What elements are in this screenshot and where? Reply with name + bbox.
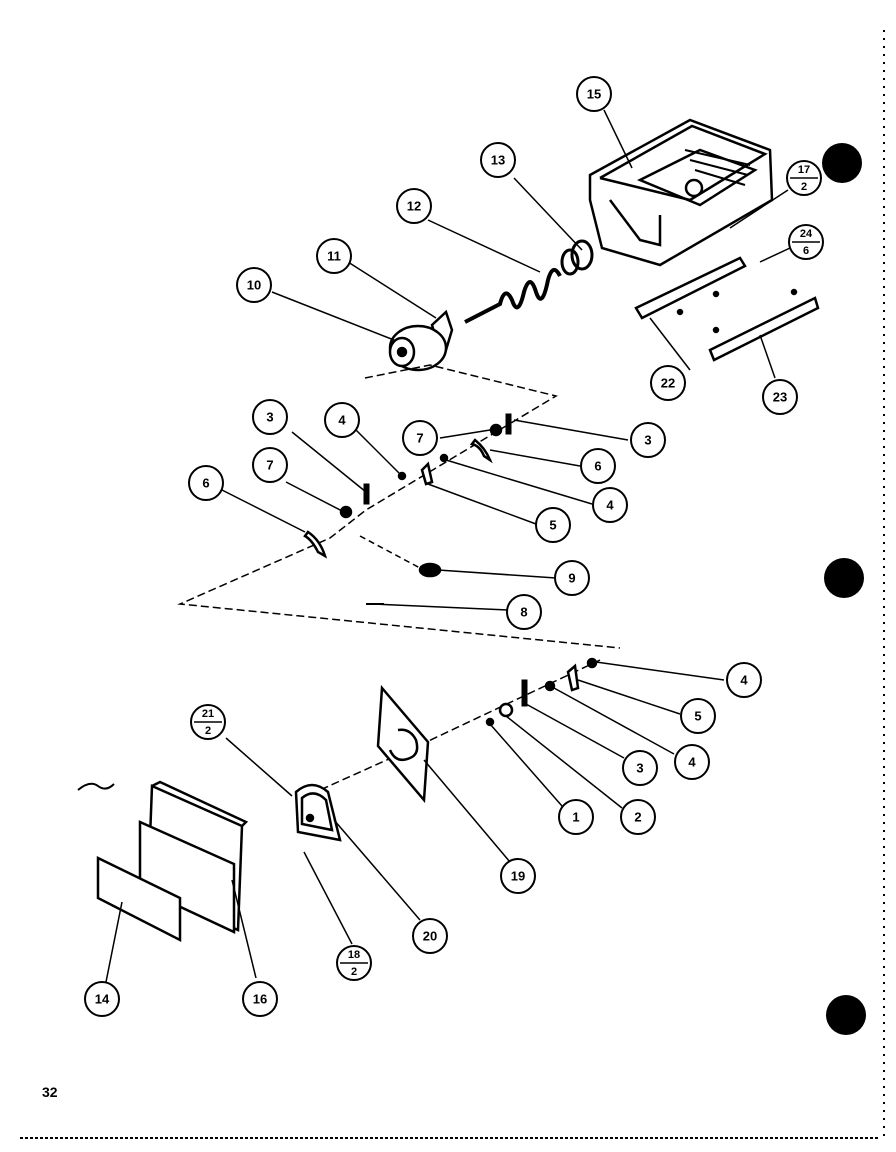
leader-lines-middle: [221, 419, 629, 611]
punch-hole-top: [822, 143, 862, 183]
svg-text:19: 19: [511, 869, 525, 884]
callout-15: 15: [576, 76, 612, 112]
part-motor-cover: [294, 783, 342, 842]
punch-hole-middle: [824, 558, 864, 598]
callout-8: 8: [506, 594, 542, 630]
callout-6-right: 6: [580, 448, 616, 484]
svg-text:4: 4: [740, 673, 748, 688]
callouts: 15 13 12 11 10 22 23 7 3 3 4 7 6 6 4 5 9…: [84, 76, 824, 1017]
part-mounting-plate: [376, 684, 430, 804]
part-slide-bracket: [708, 288, 820, 362]
svg-text:18: 18: [348, 949, 360, 961]
callout-10: 10: [236, 267, 272, 303]
svg-text:6: 6: [803, 245, 809, 257]
callout-12: 12: [396, 188, 432, 224]
svg-text:21: 21: [202, 708, 214, 720]
punch-hole-bottom: [826, 995, 866, 1035]
callout-9: 9: [554, 560, 590, 596]
parts-lower-group: [485, 657, 598, 727]
callout-3-upper-left: 3: [252, 399, 288, 435]
svg-text:5: 5: [694, 709, 701, 724]
callout-4-right: 4: [592, 487, 628, 523]
svg-text:8: 8: [520, 605, 527, 620]
callout-20: 20: [412, 918, 448, 954]
svg-text:11: 11: [327, 249, 341, 264]
callout-19: 19: [500, 858, 536, 894]
svg-text:7: 7: [416, 431, 423, 446]
svg-text:2: 2: [634, 810, 641, 825]
assembly-path-mid: [359, 535, 421, 569]
svg-text:17: 17: [798, 164, 810, 176]
svg-text:4: 4: [688, 755, 696, 770]
callout-3-lower: 3: [622, 750, 658, 786]
svg-text:15: 15: [587, 87, 601, 102]
leader-lines-top: [271, 109, 791, 379]
part-gasket: [96, 855, 182, 943]
svg-text:6: 6: [202, 476, 209, 491]
callout-22: 22: [650, 365, 686, 401]
svg-text:5: 5: [549, 518, 556, 533]
svg-text:2: 2: [801, 181, 807, 193]
stray-mark: [77, 782, 115, 791]
callout-6-left: 6: [188, 465, 224, 501]
callout-4-upper-left: 4: [324, 402, 360, 438]
callout-7-left: 7: [252, 447, 288, 483]
part-ice-bucket: [588, 118, 774, 267]
callout-21-over-2: 21 2: [190, 704, 226, 740]
part-slide-rail: [634, 256, 747, 320]
assembly-path-lower: [319, 659, 601, 791]
svg-text:23: 23: [773, 390, 787, 405]
callout-24-over-6: 24 6: [788, 224, 824, 260]
callout-7-upper: 7: [402, 420, 438, 456]
svg-text:6: 6: [594, 459, 601, 474]
part-motor-housing: [388, 324, 448, 372]
part-auger-spring: [464, 268, 562, 324]
svg-text:3: 3: [266, 410, 273, 425]
callout-11: 11: [316, 238, 352, 274]
svg-text:20: 20: [423, 929, 437, 944]
svg-text:16: 16: [253, 992, 267, 1007]
callout-17-over-2: 17 2: [786, 160, 822, 196]
callout-5-lower: 5: [680, 698, 716, 734]
callout-2: 2: [620, 799, 656, 835]
callout-4-lower-top: 4: [726, 662, 762, 698]
part-retainer-ring: [560, 239, 594, 276]
leader-lines-lower: [105, 661, 725, 983]
svg-text:4: 4: [606, 498, 614, 513]
svg-text:24: 24: [800, 228, 813, 240]
callout-1: 1: [558, 799, 594, 835]
svg-text:13: 13: [491, 153, 505, 168]
part-front-panel: [138, 780, 249, 934]
callout-16: 16: [242, 981, 278, 1017]
svg-text:4: 4: [338, 413, 346, 428]
callout-18-over-2: 18 2: [336, 945, 372, 981]
callout-13: 13: [480, 142, 516, 178]
callout-23: 23: [762, 379, 798, 415]
svg-text:9: 9: [568, 571, 575, 586]
svg-text:2: 2: [351, 966, 357, 978]
callout-14: 14: [84, 981, 120, 1017]
svg-text:7: 7: [266, 458, 273, 473]
svg-text:2: 2: [205, 725, 211, 737]
svg-text:3: 3: [636, 761, 643, 776]
callout-4-lower: 4: [674, 744, 710, 780]
svg-text:10: 10: [247, 278, 261, 293]
svg-text:14: 14: [95, 992, 110, 1007]
svg-text:1: 1: [572, 810, 579, 825]
assembly-path-upper: [177, 364, 621, 649]
svg-text:12: 12: [407, 199, 421, 214]
svg-text:22: 22: [661, 376, 675, 391]
scan-artifacts: [20, 30, 885, 1140]
svg-text:3: 3: [644, 433, 651, 448]
page-number: 32: [42, 1084, 58, 1100]
callout-3-upper-right: 3: [630, 422, 666, 458]
callout-5-upper: 5: [535, 507, 571, 543]
